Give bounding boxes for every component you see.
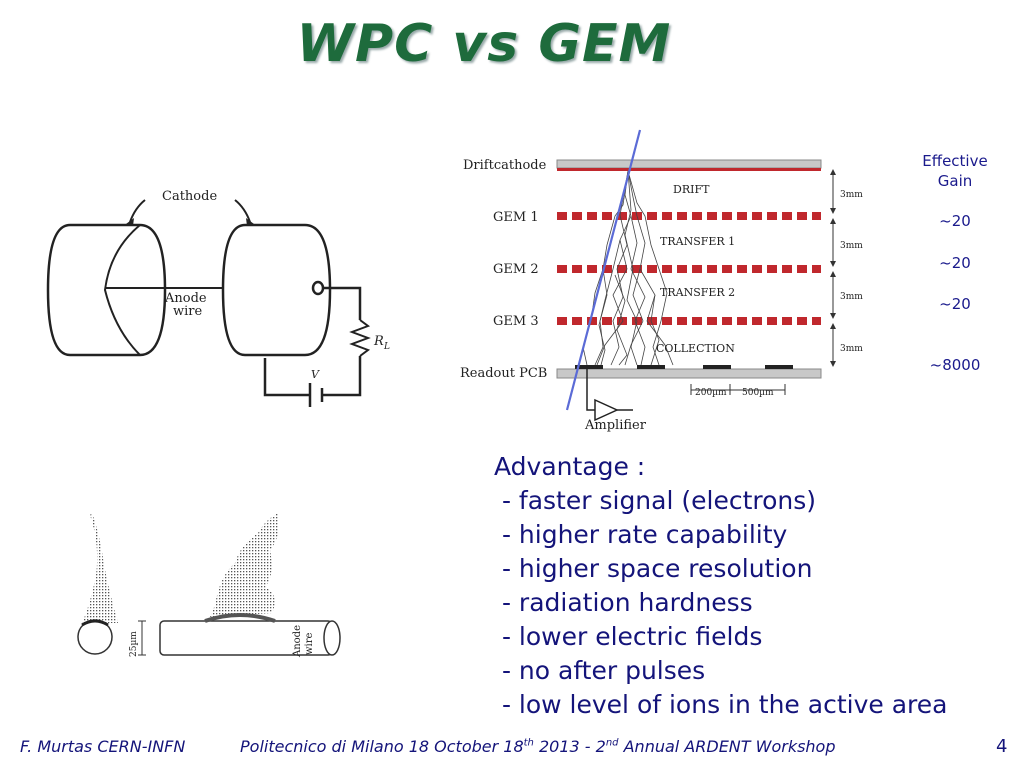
size-label: 25µm — [129, 631, 139, 657]
page-number: 4 — [996, 736, 1008, 757]
advantage-item: - radiation hardness — [494, 588, 753, 617]
readout-pcb — [556, 368, 822, 379]
drift-region-label: DRIFT — [673, 183, 710, 196]
wire-label-1: Anode — [292, 625, 303, 658]
gap1-label: 3mm — [840, 190, 863, 200]
gem1-label: GEM 1 — [493, 210, 539, 225]
gap4-label: 3mm — [840, 344, 863, 354]
resistor-sub: L — [383, 342, 390, 352]
amplifier-label: Amplifier — [584, 418, 647, 433]
gain-value-total: ~8000 — [929, 356, 981, 374]
gain-header-2: Gain — [937, 172, 973, 190]
gap2-label: 3mm — [840, 241, 863, 251]
advantages-list: Advantage : - faster signal (electrons) … — [494, 450, 947, 722]
anode-label-2: wire — [173, 304, 202, 319]
advantage-item: - no after pulses — [494, 656, 706, 685]
transfer1-region-label: TRANSFER 1 — [660, 235, 735, 248]
pitch2-label: 500µm — [742, 388, 774, 398]
anode-label-1: Anode — [164, 291, 207, 306]
advantage-item: - low level of ions in the active area — [494, 690, 948, 719]
slide-title: WPC vs GEM — [296, 14, 672, 74]
gem2-label: GEM 2 — [493, 262, 539, 277]
gain-value-gem2: ~20 — [939, 254, 971, 272]
advantages-heading: Advantage : — [494, 452, 646, 481]
gain-header-1: Effective — [922, 152, 988, 170]
gap3-label: 3mm — [840, 292, 863, 302]
advantage-item: - higher space resolution — [494, 554, 813, 583]
triple-gem-diagram: Driftcathode GEM 1 GEM 2 GEM 3 Readout P… — [460, 129, 863, 433]
footer-event: Politecnico di Milano 18 October 18th 20… — [240, 737, 836, 756]
advantage-item: - lower electric fields — [494, 622, 763, 651]
wire-label-2: wire — [304, 632, 315, 655]
voltage-label: V — [311, 368, 320, 381]
transfer2-region-label: TRANSFER 2 — [660, 286, 735, 299]
avalanche-diagram: 25µm Anode wire — [77, 513, 341, 658]
footer-author: F. Murtas CERN-INFN — [20, 737, 186, 756]
driftcathode-label: Driftcathode — [463, 158, 547, 173]
particle-track — [565, 129, 642, 411]
gain-value-gem3: ~20 — [939, 295, 971, 313]
resistor-label: R — [373, 334, 384, 349]
gain-value-gem1: ~20 — [939, 212, 971, 230]
pitch1-label: 200µm — [695, 388, 727, 398]
cathode-label: Cathode — [162, 189, 217, 204]
amplifier-icon — [594, 398, 619, 422]
advantage-item: - higher rate capability — [494, 520, 788, 549]
wire-chamber-diagram: Cathode Anode wire R L V — [46, 189, 390, 407]
readout-label: Readout PCB — [460, 366, 547, 381]
collection-region-label: COLLECTION — [656, 342, 735, 355]
drift-cathode-plate — [557, 168, 821, 171]
advantage-item: - faster signal (electrons) — [494, 486, 817, 515]
gem3-label: GEM 3 — [493, 314, 539, 329]
